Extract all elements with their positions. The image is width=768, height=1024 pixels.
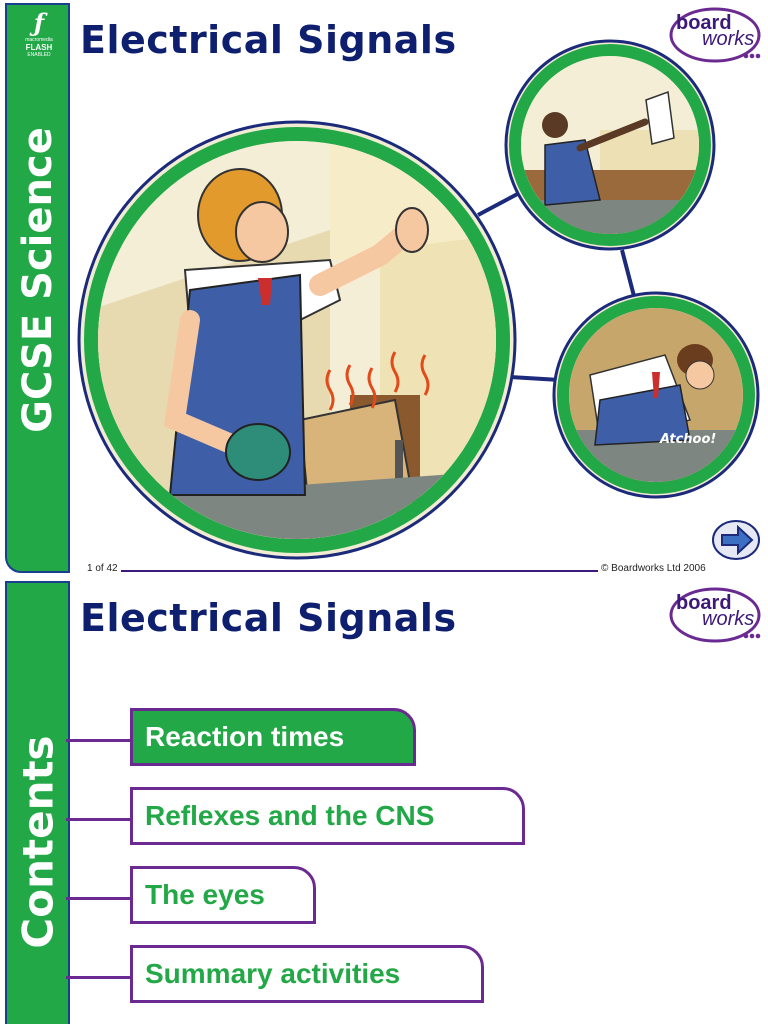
logo-line1: board	[676, 592, 732, 614]
contents-sidebar-label: Contents	[13, 735, 62, 949]
menu-item-reflexes-cns[interactable]: Reflexes and the CNS	[130, 787, 525, 845]
sneeze-caption: Atchoo!	[659, 432, 716, 447]
next-slide-button[interactable]	[710, 518, 762, 562]
sneezing-scene-circle: Atchoo!	[552, 291, 760, 499]
menu-connector	[66, 739, 130, 742]
menu-connector	[66, 976, 130, 979]
badge-brand-small: macromedia	[25, 37, 53, 43]
boardworks-logo-2: board works	[668, 586, 762, 644]
menu-item-the-eyes[interactable]: The eyes	[130, 866, 316, 924]
title-slide: Atchoo! ƒ macromedia FLASH ENABLED GCSE …	[5, 3, 762, 574]
contents-sidebar: Contents	[5, 581, 70, 1024]
main-scene-circle	[77, 120, 517, 560]
logo-oval-icon	[669, 587, 761, 643]
arrow-right-icon	[712, 520, 760, 560]
copyright: © Boardworks Ltd 2006	[598, 563, 709, 574]
badge-brand: FLASH	[25, 43, 53, 52]
footer-divider	[86, 570, 708, 572]
boardworks-logo: board works	[668, 6, 762, 64]
menu-item-summary-activities[interactable]: Summary activities	[130, 945, 484, 1003]
contents-slide: Contents Electrical Signals board works …	[0, 578, 768, 1024]
pointing-scene-circle	[504, 39, 716, 251]
badge-enabled: ENABLED	[27, 52, 51, 58]
menu-connector	[66, 897, 130, 900]
menu-item-label: Reflexes and the CNS	[145, 800, 435, 831]
menu-connector	[66, 818, 130, 821]
contents-page-title: Electrical Signals	[80, 596, 457, 640]
page-title: Electrical Signals	[80, 18, 457, 62]
page-number: 1 of 42	[84, 563, 121, 574]
illustration: Atchoo!	[77, 39, 760, 560]
menu-item-label: Summary activities	[145, 958, 401, 989]
menu-item-reaction-times[interactable]: Reaction times	[130, 708, 416, 766]
flash-icon: ƒ	[33, 8, 45, 37]
flash-badge: ƒ macromedia FLASH ENABLED	[19, 9, 59, 63]
sidebar-label: GCSE Science	[14, 127, 61, 433]
logo-line2: works	[702, 608, 755, 630]
sidebar: ƒ macromedia FLASH ENABLED GCSE Science	[5, 3, 70, 573]
logo-line2: works	[702, 28, 755, 50]
menu-item-label: Reaction times	[145, 721, 345, 752]
menu-item-label: The eyes	[145, 879, 265, 910]
logo-line1: board	[676, 12, 732, 34]
logo-oval-icon	[669, 7, 761, 63]
